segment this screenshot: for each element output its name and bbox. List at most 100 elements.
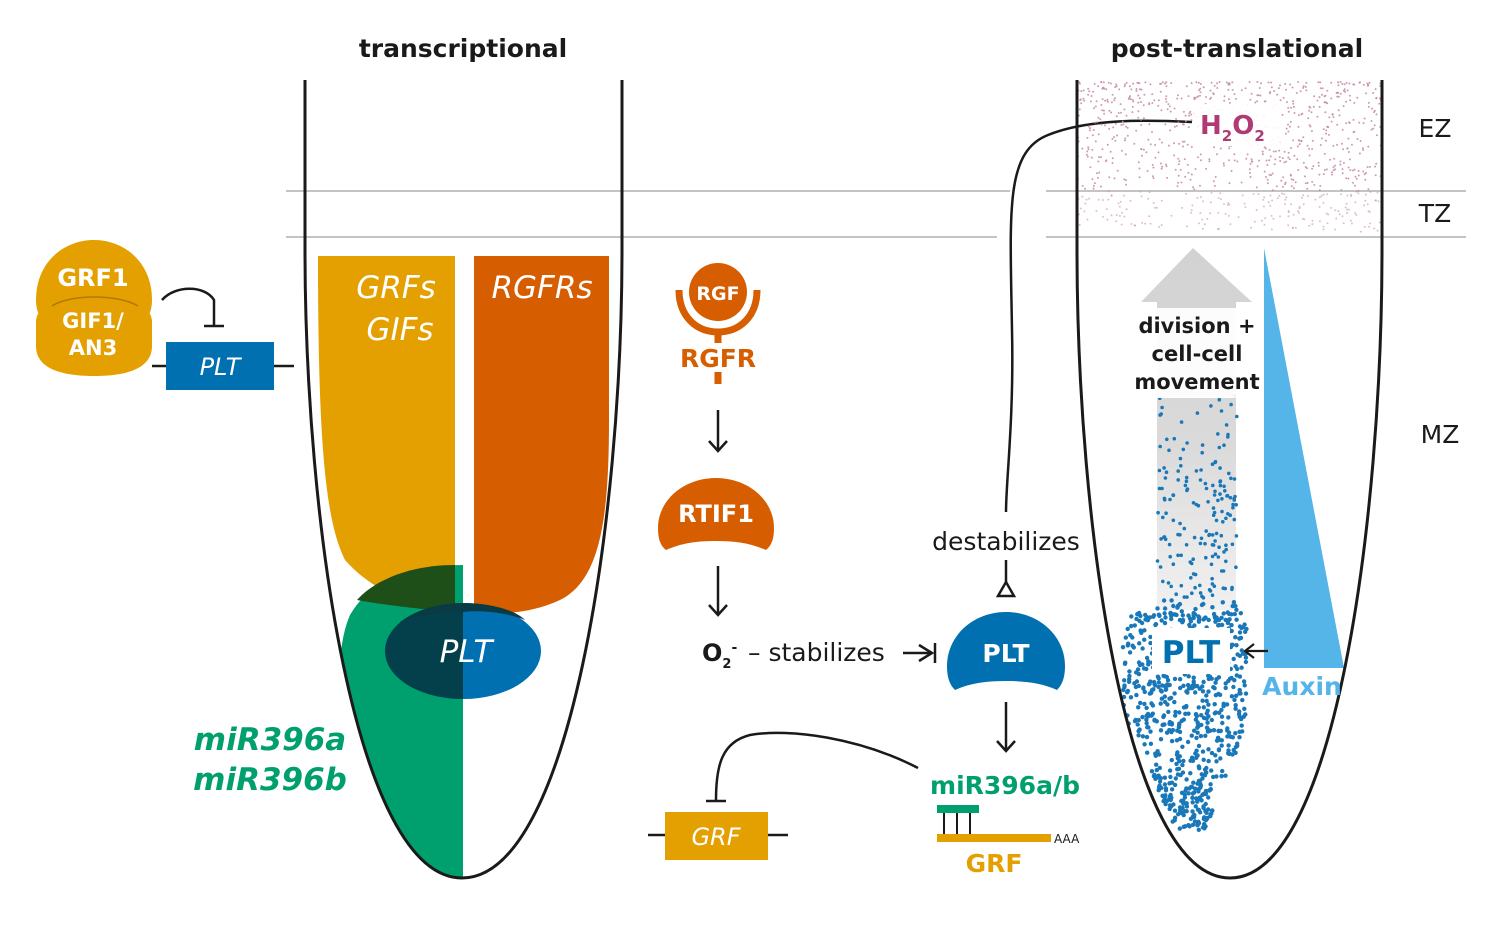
plt-dot [1142, 637, 1147, 642]
h2o2-dot [1375, 162, 1378, 165]
h2o2-dot [1305, 89, 1308, 92]
plt-dot [1204, 693, 1209, 698]
h2o2-dot [1103, 112, 1106, 115]
rtif1-label: RTIF1 [678, 500, 754, 528]
h2o2-dot [1237, 216, 1240, 219]
h2o2-dot [1301, 112, 1304, 115]
h2o2-dot [1373, 227, 1376, 230]
plt-dot [1243, 691, 1249, 696]
plt-dot [1210, 554, 1215, 559]
h2o2-dot [1270, 228, 1273, 231]
plt-dot [1168, 611, 1173, 616]
h2o2-dot [1217, 197, 1220, 199]
h2o2-dot [1093, 107, 1095, 110]
h2o2-dot [1318, 173, 1321, 176]
h2o2-dot [1085, 198, 1088, 201]
h2o2-dot [1088, 129, 1091, 132]
h2o2-dot [1121, 149, 1123, 152]
h2o2-dot [1365, 172, 1367, 174]
h2o2-dot [1217, 211, 1220, 214]
plt-gene-box [166, 342, 274, 390]
h2o2-dot [1333, 157, 1336, 160]
plt-dot [1232, 611, 1238, 617]
h2o2-dot [1333, 228, 1336, 231]
h2o2-dot [1311, 180, 1314, 183]
plt-dot [1200, 689, 1206, 694]
h2o2-dot [1114, 139, 1117, 142]
plt-dot [1203, 541, 1207, 546]
h2o2-dot [1202, 86, 1205, 89]
plt-dot [1163, 793, 1168, 798]
plt-dot [1221, 611, 1226, 616]
h2o2-dot [1080, 102, 1083, 105]
zone-label-mz: MZ [1421, 420, 1460, 449]
h2o2-dot [1256, 165, 1259, 168]
plt-dot [1192, 728, 1197, 733]
h2o2-dot [1263, 196, 1266, 199]
plt-dot [1149, 688, 1155, 693]
h2o2-dot [1219, 192, 1222, 195]
h2o2-dot [1339, 81, 1342, 83]
h2o2-dot [1319, 87, 1322, 90]
h2o2-dot [1186, 163, 1189, 166]
h2o2-dot [1129, 98, 1132, 101]
h2o2-dot [1306, 182, 1309, 184]
h2o2-dot [1194, 168, 1197, 170]
plt-dot [1221, 703, 1226, 709]
h2o2-dot [1228, 147, 1231, 150]
h2o2-dot [1102, 109, 1105, 112]
h2o2-dot [1278, 149, 1281, 152]
h2o2-dot [1092, 184, 1095, 187]
plt-dot [1153, 683, 1158, 688]
plt-dot [1167, 803, 1173, 808]
h2o2-dot [1303, 218, 1306, 221]
h2o2-dot [1306, 167, 1308, 170]
plt-dot [1177, 736, 1183, 742]
h2o2-dot [1250, 158, 1253, 161]
h2o2-dot [1377, 200, 1380, 203]
plt-dot [1166, 709, 1171, 715]
plt-dot [1144, 705, 1149, 711]
h2o2-dot [1130, 223, 1133, 225]
plt-dot [1141, 666, 1147, 671]
h2o2-dot [1312, 105, 1315, 108]
plt-dot [1237, 729, 1242, 734]
h2o2-dot [1185, 85, 1188, 88]
h2o2-dot [1227, 83, 1230, 86]
plt-dot [1156, 510, 1160, 515]
h2o2-dot [1081, 184, 1084, 187]
h2o2-dot [1308, 154, 1311, 157]
h2o2-dot [1350, 193, 1353, 196]
plt-dot [1122, 685, 1127, 690]
h2o2-dot [1348, 122, 1351, 124]
h2o2-dot [1341, 168, 1344, 171]
plt-dot [1180, 613, 1186, 618]
h2o2-dot [1330, 81, 1333, 84]
h2o2-dot [1186, 143, 1189, 146]
h2o2-dot [1281, 157, 1284, 160]
h2o2-dot [1295, 92, 1298, 94]
h2o2-dot [1212, 92, 1215, 95]
h2o2-dot [1203, 223, 1206, 226]
h2o2-dot [1368, 165, 1371, 168]
plt-dot [1191, 557, 1195, 561]
h2o2-dot [1332, 144, 1335, 147]
h2o2-dot [1374, 199, 1377, 202]
h2o2-dot [1161, 141, 1164, 144]
h2o2-dot [1158, 138, 1161, 141]
h2o2-dot [1173, 154, 1176, 157]
h2o2-dot [1190, 145, 1193, 148]
plt-dot [1172, 612, 1178, 617]
plt-dot [1196, 827, 1202, 832]
h2o2-dot [1284, 83, 1287, 85]
plt-dot [1231, 684, 1236, 690]
h2o2-dot [1269, 204, 1272, 207]
h2o2-dot [1233, 153, 1236, 156]
h2o2-dot [1113, 177, 1116, 180]
h2o2-dot [1183, 140, 1186, 143]
h2o2-dot [1233, 93, 1236, 96]
h2o2-dot [1107, 81, 1110, 84]
plt-dot [1169, 584, 1173, 589]
h2o2-dot [1149, 222, 1152, 225]
